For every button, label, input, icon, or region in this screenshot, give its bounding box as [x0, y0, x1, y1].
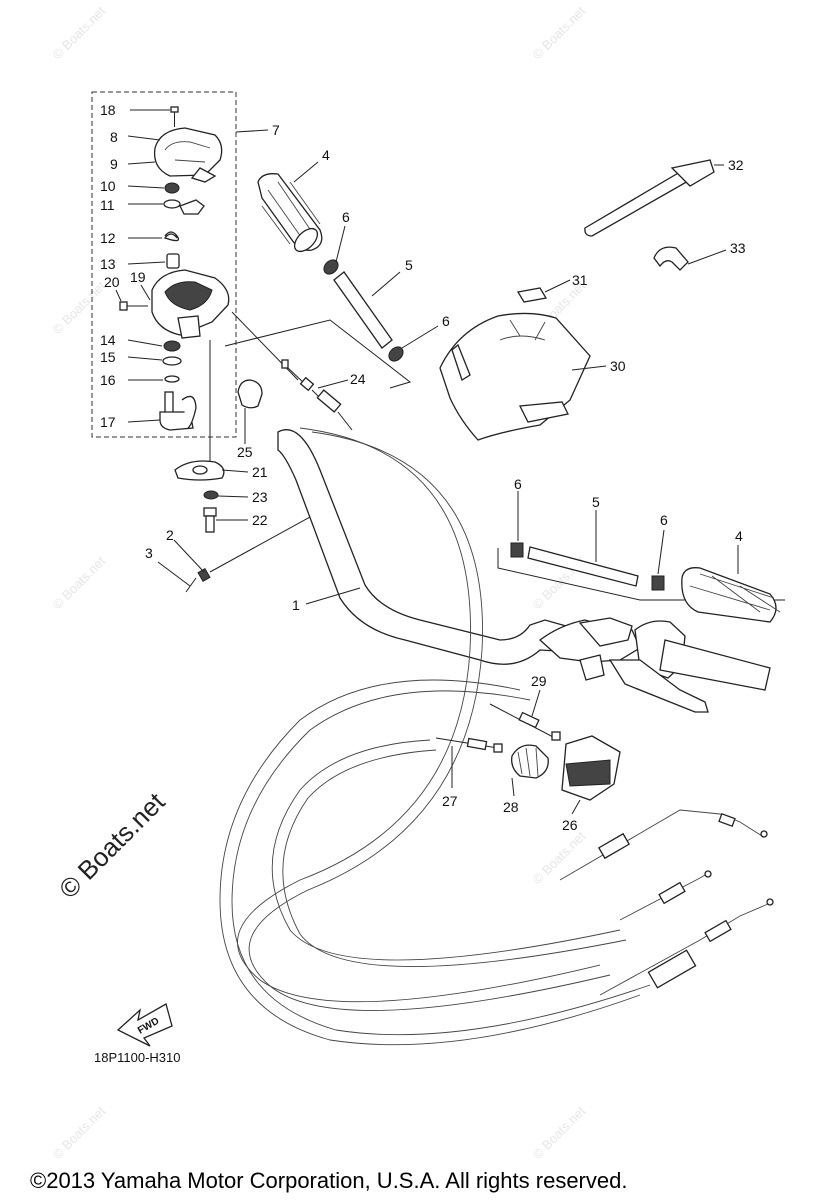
throttle-lever-part — [127, 391, 197, 431]
watermark-group: © Boats.net © Boats.net © Boats.net © Bo… — [50, 3, 589, 1162]
callout-6: 6 — [442, 313, 450, 329]
callout-5: 5 — [592, 494, 600, 510]
leader-line — [305, 587, 361, 605]
callout-2: 2 — [166, 527, 174, 543]
callout-29: 29 — [531, 673, 547, 689]
cable-end-part — [559, 809, 768, 881]
diagram-code: 18P1100-H310 — [94, 1050, 181, 1065]
callout-labels: 1 2 3 4 4 5 5 6 6 6 6 7 8 9 10 11 12 13 … — [100, 102, 746, 833]
collar-part — [510, 491, 524, 558]
callout-19: 19 — [130, 269, 146, 285]
callout-26: 26 — [562, 817, 578, 833]
spring-part — [128, 231, 180, 242]
callout-6: 6 — [514, 476, 522, 492]
bolt-part — [115, 289, 148, 311]
housing-base-part — [151, 269, 230, 339]
knob-part — [511, 744, 549, 797]
collar-part — [651, 529, 665, 591]
leader-line — [140, 284, 151, 301]
bolt-part — [203, 507, 248, 533]
washer-part — [203, 490, 249, 500]
callout-33: 33 — [730, 240, 746, 256]
callout-12: 12 — [100, 230, 116, 246]
collar-part — [388, 325, 439, 362]
callout-30: 30 — [610, 358, 626, 374]
assembly-dashed-box — [91, 91, 237, 438]
housing-cover-part — [127, 127, 223, 183]
leader-line — [224, 319, 412, 389]
cover-block-part — [561, 735, 621, 815]
callout-21: 21 — [252, 464, 268, 480]
watermark: © Boats.net — [50, 3, 109, 62]
clip-part — [653, 246, 727, 271]
plug-part — [157, 505, 331, 593]
callout-25: 25 — [237, 444, 253, 460]
callout-17: 17 — [100, 414, 116, 430]
cable-end-part — [619, 870, 712, 921]
callout-3: 3 — [145, 545, 153, 561]
grip-part — [681, 545, 781, 623]
callout-20: 20 — [104, 274, 120, 290]
callout-16: 16 — [100, 372, 116, 388]
callout-24: 24 — [350, 371, 366, 387]
callout-10: 10 — [100, 178, 116, 194]
watermark: © Boats.net — [50, 553, 109, 612]
brake-lever-assembly-part — [538, 617, 771, 713]
callout-6: 6 — [660, 512, 668, 528]
leader-line — [231, 311, 299, 381]
forward-arrow-icon: FWD — [116, 1003, 173, 1047]
washer-stack-part — [127, 339, 182, 383]
label-pad-part — [516, 279, 571, 303]
callout-13: 13 — [100, 256, 116, 272]
callout-5: 5 — [405, 257, 413, 273]
sleeve-part — [237, 379, 263, 444]
callout-9: 9 — [110, 156, 118, 172]
cable-loops — [219, 427, 651, 1046]
callout-23: 23 — [252, 489, 268, 505]
copyright-notice: ©2013 Yamaha Motor Corporation, U.S.A. A… — [30, 1168, 627, 1193]
clamp-part — [174, 460, 249, 481]
watermark: © Boats.net — [50, 1103, 109, 1162]
collar-part — [127, 253, 180, 269]
watermark: © Boats.net — [50, 278, 109, 337]
callout-4: 4 — [735, 528, 743, 544]
callout-7: 7 — [272, 122, 280, 138]
callout-28: 28 — [503, 799, 519, 815]
collar-part — [323, 225, 346, 275]
tube-part — [527, 510, 639, 587]
callout-15: 15 — [100, 349, 116, 365]
callout-6: 6 — [342, 209, 350, 225]
leader-line — [235, 129, 269, 133]
callout-1: 1 — [292, 597, 300, 613]
cable-tie-part — [584, 159, 724, 237]
throttle-cable-part — [281, 359, 353, 431]
handlebar-cover-part — [439, 312, 607, 441]
callout-18: 18 — [100, 102, 116, 118]
callout-4: 4 — [322, 147, 330, 163]
cable-part — [489, 689, 561, 741]
watermark: © Boats.net — [530, 828, 589, 887]
watermark: © Boats.net — [530, 3, 589, 62]
callout-27: 27 — [442, 793, 458, 809]
callout-31: 31 — [572, 272, 588, 288]
cable-end-part — [599, 898, 774, 996]
callout-22: 22 — [252, 512, 268, 528]
watermark: © Boats.net — [530, 1103, 589, 1162]
tube-part — [333, 271, 401, 349]
cable-part — [435, 737, 503, 788]
callout-11: 11 — [100, 197, 115, 213]
handlebar-part — [277, 429, 581, 665]
grip-part — [257, 161, 323, 253]
nut-part — [127, 182, 180, 194]
lever-arm-part — [128, 199, 205, 215]
callout-14: 14 — [100, 332, 116, 348]
screw-part — [130, 106, 179, 127]
callout-8: 8 — [110, 129, 118, 145]
callout-32: 32 — [728, 157, 744, 173]
watermark-large: © Boats.net — [53, 786, 171, 904]
